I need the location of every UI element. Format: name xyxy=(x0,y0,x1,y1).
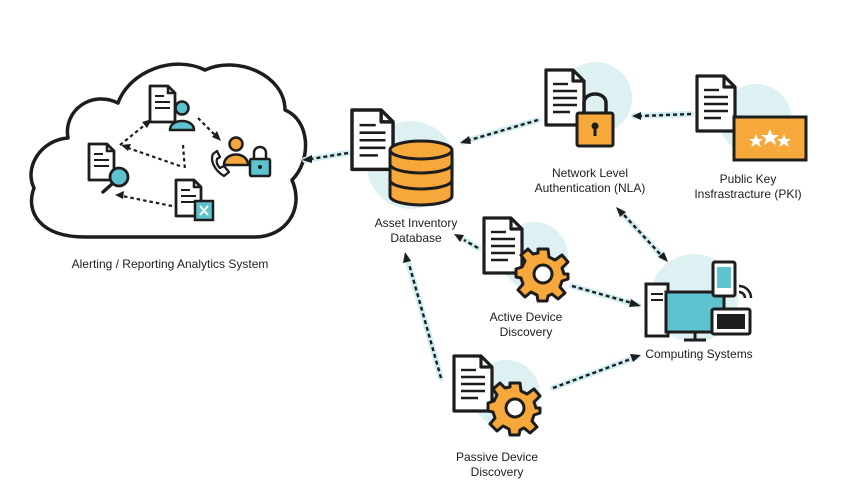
cloud-document-spreadsheet-icon xyxy=(174,178,215,222)
nla-document-lock-icon xyxy=(544,68,615,148)
active-discovery-line1: Active Device xyxy=(489,310,563,324)
pki-document-certificate-icon xyxy=(695,74,808,162)
pki-line1: Public Key xyxy=(719,172,777,186)
passive-discovery-line1: Passive Device xyxy=(455,450,539,464)
connector-dashes xyxy=(310,112,692,390)
computing-systems-label-text: Computing Systems xyxy=(645,347,753,361)
passive-discovery-line2: Discovery xyxy=(470,465,524,479)
active-discovery-line2: Discovery xyxy=(499,325,553,339)
connector-arrowheads xyxy=(302,112,668,362)
asset-inventory-database-label: Asset Inventory Database xyxy=(341,216,491,246)
cloud-shape xyxy=(29,62,308,239)
asset-inventory-line2: Database xyxy=(390,231,442,245)
nla-line1: Network Level xyxy=(551,166,629,180)
cloud-internal-links xyxy=(119,117,217,208)
passive-discovery-label: Passive Device Discovery xyxy=(427,450,567,480)
alerting-system-label: Alerting / Reporting Analytics System xyxy=(40,257,300,272)
cloud-phone-user-lock-icon xyxy=(210,136,272,178)
pki-label: Public Key Insfrastracture (PKI) xyxy=(673,172,823,202)
alerting-system-label-text: Alerting / Reporting Analytics System xyxy=(71,257,269,271)
computing-systems-devices-icon xyxy=(644,260,753,342)
computing-systems-label: Computing Systems xyxy=(624,347,774,362)
pki-line2: Insfrastracture (PKI) xyxy=(694,187,802,201)
nla-label: Network Level Authentication (NLA) xyxy=(510,166,670,196)
cloud-document-user-icon xyxy=(148,84,196,132)
asset-inventory-database-icon xyxy=(350,108,454,207)
asset-inventory-line1: Asset Inventory xyxy=(374,216,458,230)
nla-line2: Authentication (NLA) xyxy=(534,181,646,195)
active-discovery-label: Active Device Discovery xyxy=(456,310,596,340)
cloud-document-search-icon xyxy=(87,142,130,194)
